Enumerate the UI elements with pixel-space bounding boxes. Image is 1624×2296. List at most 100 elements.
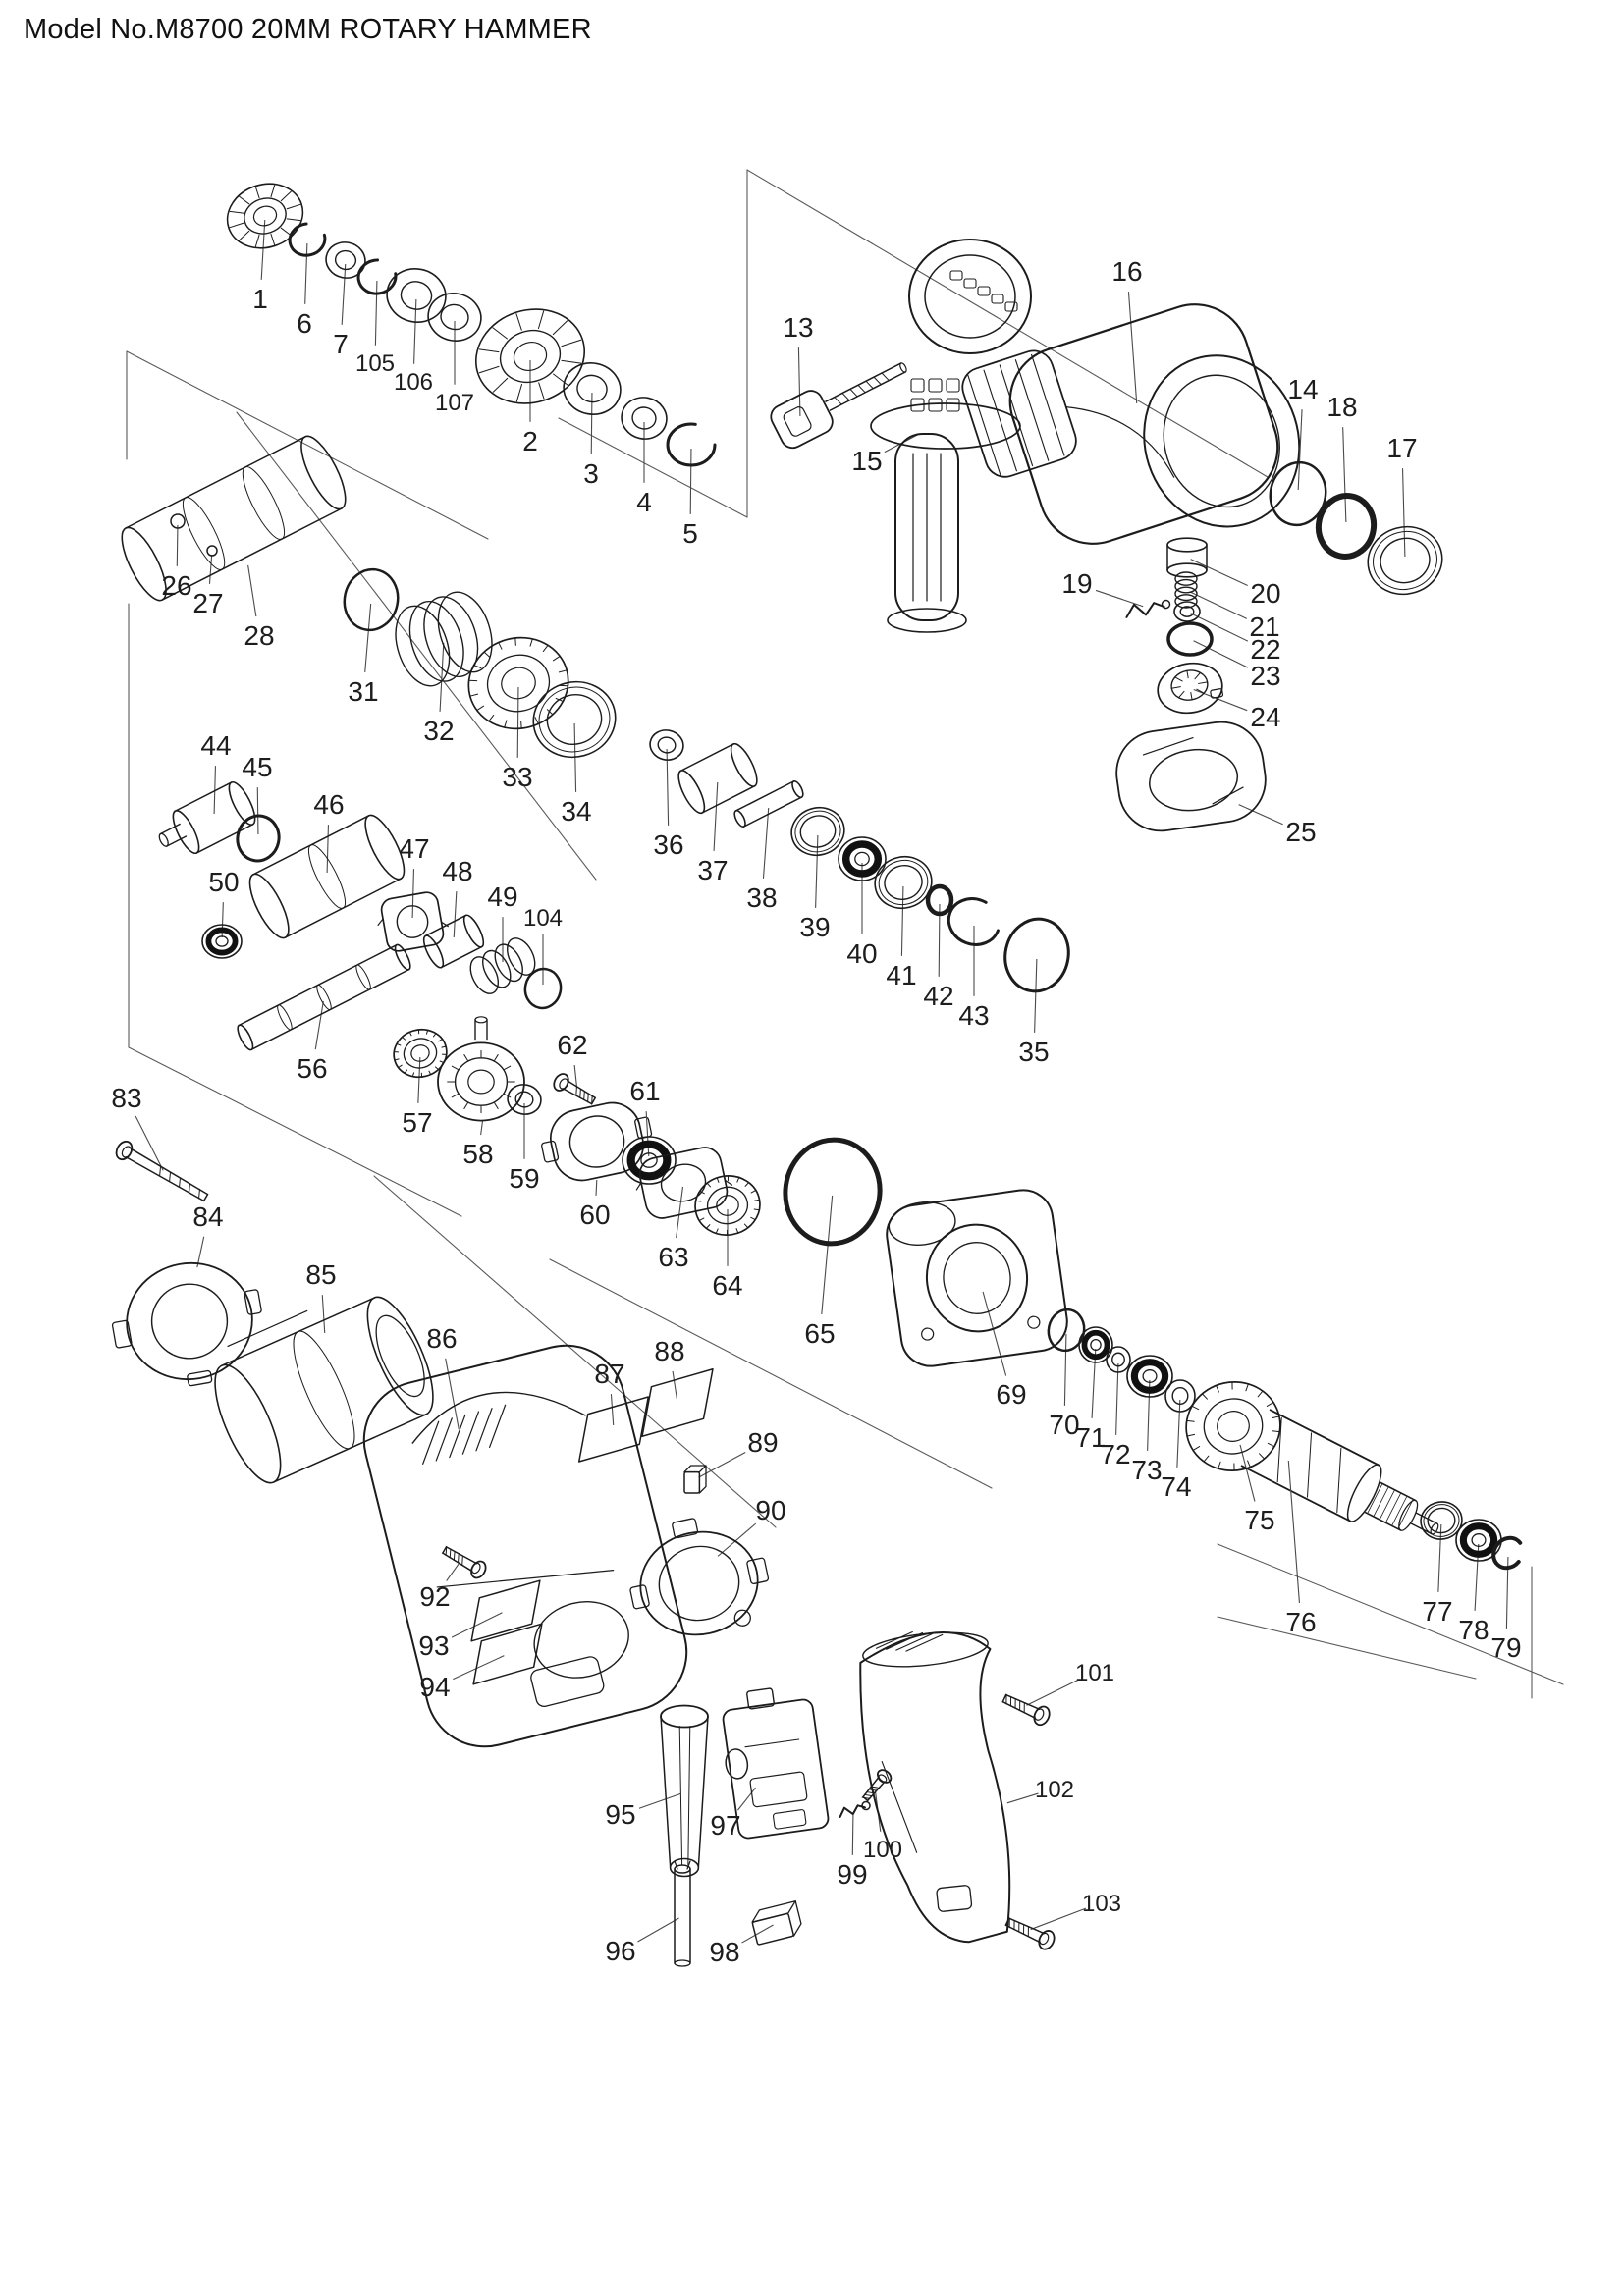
part-92-drawing [442,1545,487,1579]
part-70-leader [1063,1333,1067,1406]
part-43-label: 43 [958,1000,989,1031]
part-27: 27 [192,545,224,618]
part-42-leader [938,903,941,977]
part-59-drawing [507,1084,542,1115]
part-79: 79 [1490,1535,1525,1663]
part-75-drawing [1185,1381,1439,1535]
part-89: 89 [683,1427,779,1494]
part-34-label: 34 [561,796,591,827]
part-44-leader [213,766,216,815]
part-86-label: 86 [426,1323,457,1354]
part-88-label: 88 [654,1336,684,1366]
part-61: 61 [622,1076,677,1185]
part-72: 72 [1100,1346,1131,1469]
part-41-label: 41 [886,960,916,990]
part-69-label: 69 [996,1379,1026,1410]
part-58: 58 [437,1016,525,1169]
part-34: 34 [532,680,617,827]
part-20: 20 [1166,537,1281,609]
part-37: 37 [677,742,758,885]
part-6-leader [304,242,308,304]
part-23: 23 [1166,621,1281,691]
part-1-leader [260,219,266,280]
part-39: 39 [790,806,845,942]
part-45-drawing [236,814,281,863]
part-95-label: 95 [605,1799,635,1830]
part-58-drawing [437,1016,525,1122]
part-103-drawing [1004,1917,1056,1950]
part-5-leader [689,448,692,514]
part-22-leader [1190,613,1249,642]
part-41-leader [900,885,904,956]
part-76-leader [1287,1460,1301,1603]
part-97-label: 97 [710,1810,740,1841]
part-92: 92 [419,1545,487,1612]
part-70-label: 70 [1049,1410,1079,1440]
part-61-leader [645,1111,650,1157]
page-title: Model No.M8700 20MM ROTARY HAMMER [24,14,592,45]
part-102-label: 102 [1035,1777,1074,1803]
part-63-leader [676,1186,684,1239]
part-75-label: 75 [1244,1505,1274,1535]
part-99-label: 99 [837,1859,867,1890]
part-24: 24 [1157,662,1281,732]
part-32-leader [439,642,445,712]
part-31-drawing [343,567,400,632]
part-40: 40 [838,836,887,969]
part-32: 32 [395,591,493,746]
part-85-leader [321,1295,326,1334]
part-15-drawing [870,239,1032,633]
part-101: 101 [1001,1660,1114,1727]
part-13-drawing [770,362,907,450]
part-42: 42 [923,883,954,1011]
part-4: 4 [621,397,668,517]
part-84-label: 84 [192,1201,223,1232]
part-36-leader [666,748,670,826]
part-38-drawing [733,779,804,828]
part-87-leader [610,1394,615,1426]
part-97-leader [737,1787,756,1811]
part-32-label: 32 [423,716,454,746]
part-5-label: 5 [682,518,698,549]
part-36-label: 36 [653,829,683,860]
part-87-drawing [577,1396,650,1463]
part-106-drawing [386,268,447,323]
part-95: 95 [605,1704,709,1878]
part-2: 2 [474,308,586,456]
part-105-label: 105 [355,350,395,377]
part-90-drawing [629,1518,770,1636]
part-71-label: 71 [1075,1422,1106,1453]
part-103-leader [1030,1907,1087,1931]
part-72-label: 72 [1100,1439,1130,1469]
part-79-drawing [1491,1535,1525,1571]
part-37-drawing [677,742,758,815]
part-26: 26 [161,513,192,601]
part-100-label: 100 [863,1837,902,1863]
part-50: 50 [201,867,243,959]
part-28-drawing [121,435,347,602]
part-77-leader [1437,1523,1442,1592]
part-64-label: 64 [712,1270,742,1301]
part-7-label: 7 [333,329,349,359]
part-77-drawing [1420,1501,1463,1540]
part-26-drawing [170,513,186,529]
part-56: 56 [237,943,411,1084]
part-21: 21 [1174,571,1280,642]
part-42-label: 42 [923,981,953,1011]
part-58-leader [480,1120,484,1136]
part-38: 38 [733,779,804,913]
part-74-leader [1176,1399,1181,1468]
part-76: 76 [1285,1460,1317,1637]
part-104-label: 104 [523,905,563,932]
construction-lines [126,169,1564,1699]
part-20-drawing [1166,537,1208,578]
part-44: 44 [158,730,256,855]
part-33-label: 33 [502,762,532,792]
part-88: 88 [641,1336,714,1437]
part-77-label: 77 [1422,1596,1452,1627]
part-32-drawing [395,591,493,687]
part-42-drawing [925,883,954,917]
part-103-label: 103 [1082,1891,1121,1917]
